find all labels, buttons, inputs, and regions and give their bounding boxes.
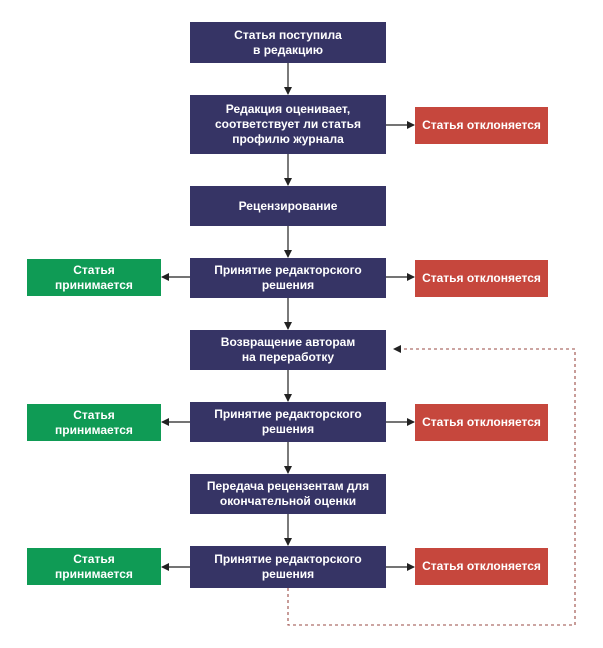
step-final-review-line-1: Передача рецензентам для: [206, 479, 370, 493]
accept-label: Статья принимается: [55, 407, 133, 437]
step-final-review-line-2: окончательной оценки: [219, 494, 357, 508]
reject-label: Статья отклоняется: [422, 559, 541, 573]
step-decision-2-line-2: решения: [261, 422, 315, 436]
accept-label: Статья принимается: [55, 262, 133, 292]
reject-label: Статья отклоняется: [422, 415, 541, 429]
step-decision-3-line-1: Принятие редакторского: [214, 552, 362, 566]
reject-box-1: Статья отклоняется: [415, 107, 548, 144]
step-profile-check-line-2: соответствует ли статья: [214, 117, 362, 131]
accept-box-3: Статья принимается: [27, 548, 161, 585]
reject-box-2: Статья отклоняется: [415, 260, 548, 297]
step-received-line-2: в редакцию: [252, 42, 323, 57]
reject-box-4: Статья отклоняется: [415, 548, 548, 585]
step-profile-check-label: Редакция оценивает,соответствует ли стат…: [215, 102, 361, 147]
accept-box-2: Статья принимается: [27, 404, 161, 441]
step-decision-2-line-1: Принятие редакторского: [214, 407, 362, 421]
loop-back-to-revision-arrow: [287, 345, 576, 626]
reject-box-3: Статья отклоняется: [415, 404, 548, 441]
accept-box-1: Статья принимается: [27, 259, 161, 296]
step-decision-1-line-2: решения: [261, 278, 315, 292]
step-revision-line-1: Возвращение авторам: [220, 335, 356, 349]
step-decision-3-line-2: решения: [261, 567, 315, 581]
step-review: Рецензирование: [190, 186, 386, 226]
step-received-line-1: Статья поступила: [234, 27, 342, 42]
step-revision-line-2: на переработку: [241, 350, 335, 364]
step-review-line-1: Рецензирование: [238, 198, 338, 213]
step-profile-check: Редакция оценивает,соответствует ли стат…: [190, 95, 386, 154]
step-profile-check-line-1: Редакция оценивает,: [225, 102, 351, 116]
step-profile-check-line-3: профилю журнала: [232, 132, 344, 146]
accept-label: Статья принимается: [55, 551, 133, 581]
step-review-label: Рецензирование: [239, 199, 338, 214]
step-decision-1-line-1: Принятие редакторского: [214, 263, 362, 277]
reject-label: Статья отклоняется: [422, 271, 541, 285]
reject-label: Статья отклоняется: [422, 118, 541, 132]
